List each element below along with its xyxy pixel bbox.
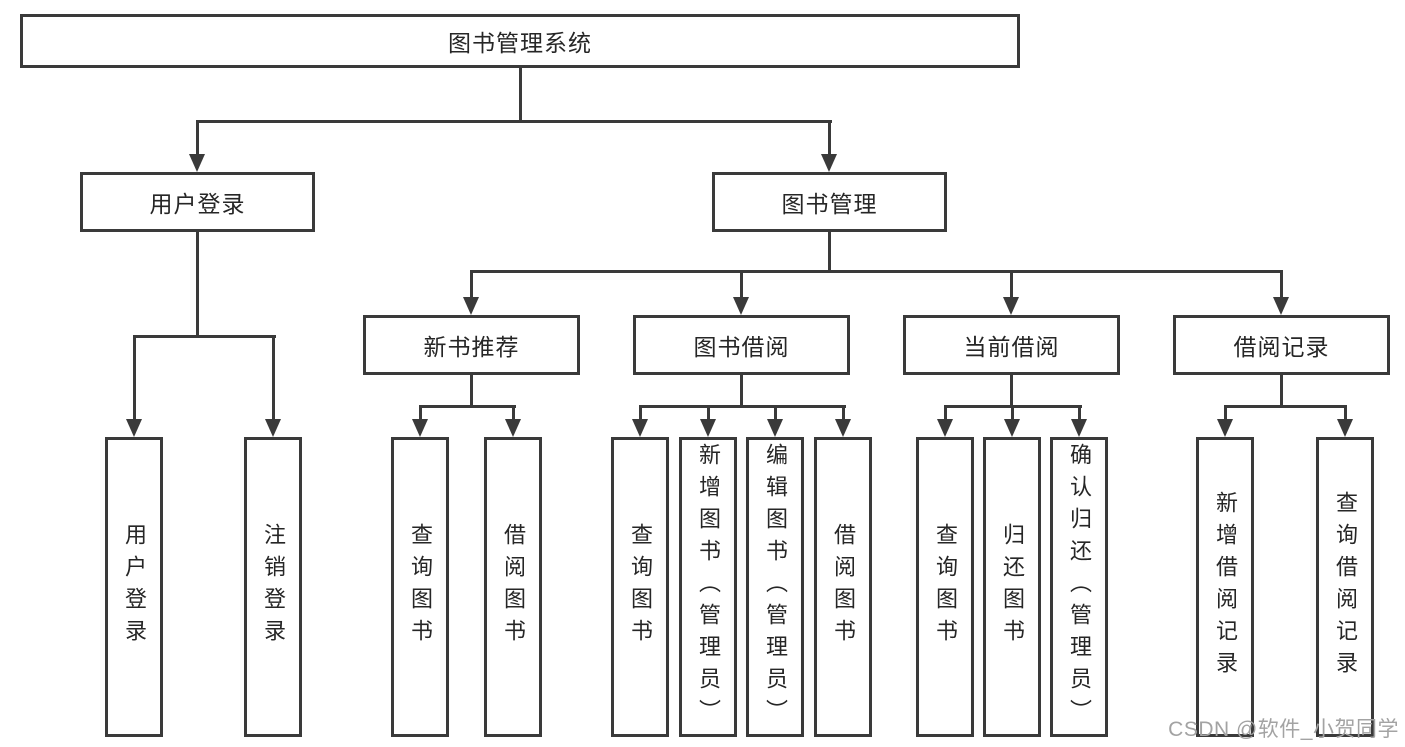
node-library-management-system: 图书管理系统 xyxy=(20,14,1020,68)
arrow-down-icon xyxy=(463,297,479,315)
arrow-down-icon xyxy=(1217,419,1233,437)
leaf-query-books-current-label: 查询图书 xyxy=(933,523,958,651)
connector-stem xyxy=(133,335,136,423)
node-new-book-recommendation-label: 新书推荐 xyxy=(423,334,520,360)
leaf-borrow-books-recommend-label: 借阅图书 xyxy=(501,523,526,651)
node-library-management-system-label: 图书管理系统 xyxy=(448,30,592,56)
node-new-book-recommendation: 新书推荐 xyxy=(363,315,580,375)
connector-stem xyxy=(1011,405,1014,422)
arrow-down-icon xyxy=(632,419,648,437)
node-borrowing-records: 借阅记录 xyxy=(1173,315,1390,375)
arrow-down-icon xyxy=(937,419,953,437)
node-current-borrowing-label: 当前借阅 xyxy=(963,334,1060,360)
leaf-query-books-borrowing-label: 查询图书 xyxy=(628,523,653,651)
arrow-down-icon xyxy=(1337,419,1353,437)
arrow-down-icon xyxy=(835,419,851,437)
leaf-query-books-current: 查询图书 xyxy=(916,437,974,737)
connector-stem xyxy=(1280,270,1283,300)
leaf-add-books-admin: 新增图书（管理员） xyxy=(679,437,737,737)
connector-level3-hline xyxy=(470,270,1283,273)
arrow-down-icon xyxy=(1071,419,1087,437)
arrow-down-icon xyxy=(505,419,521,437)
connector-stem xyxy=(1010,270,1013,300)
connector-book-mgmt-vline xyxy=(828,232,831,273)
leaf-confirm-return-admin: 确认归还（管理员） xyxy=(1050,437,1108,737)
connector-user-login-vline xyxy=(196,232,199,338)
connector-stem xyxy=(740,270,743,300)
node-book-borrowing: 图书借阅 xyxy=(633,315,850,375)
watermark: CSDN @软件_小贺同学 xyxy=(1168,718,1399,741)
connector-stem xyxy=(639,405,642,422)
leaf-query-borrow-record-label: 查询借阅记录 xyxy=(1333,491,1358,683)
leaf-query-books-borrowing: 查询图书 xyxy=(611,437,669,737)
node-user-login-branch: 用户登录 xyxy=(80,172,315,232)
arrow-down-icon xyxy=(1004,419,1020,437)
connector-hline xyxy=(419,405,516,408)
arrow-down-icon xyxy=(1003,297,1019,315)
connector-stem xyxy=(470,270,473,300)
arrow-down-icon xyxy=(189,154,205,172)
connector-stem xyxy=(272,335,275,423)
arrow-down-icon xyxy=(767,419,783,437)
leaf-user-login: 用户登录 xyxy=(105,437,163,737)
node-book-management: 图书管理 xyxy=(712,172,947,232)
arrow-down-icon xyxy=(733,297,749,315)
connector-stem xyxy=(944,405,947,422)
leaf-logout: 注销登录 xyxy=(244,437,302,737)
node-book-management-label: 图书管理 xyxy=(781,191,878,217)
connector-stem xyxy=(419,405,422,422)
leaf-return-books-label: 归还图书 xyxy=(1000,523,1025,651)
arrow-down-icon xyxy=(821,154,837,172)
arrow-down-icon xyxy=(412,419,428,437)
connector-stem xyxy=(1224,405,1227,422)
leaf-edit-books-admin: 编辑图书（管理员） xyxy=(746,437,804,737)
arrow-down-icon xyxy=(126,419,142,437)
leaf-add-borrow-record: 新增借阅记录 xyxy=(1196,437,1254,737)
arrow-down-icon xyxy=(700,419,716,437)
leaf-borrow-books: 借阅图书 xyxy=(814,437,872,737)
node-user-login-branch-label: 用户登录 xyxy=(149,191,246,217)
arrow-down-icon xyxy=(265,419,281,437)
leaf-user-login-label: 用户登录 xyxy=(122,523,147,651)
leaf-add-borrow-record-label: 新增借阅记录 xyxy=(1213,491,1238,683)
connector-hline xyxy=(1224,405,1347,408)
connector-stem xyxy=(707,405,710,422)
connector-user-login-stem xyxy=(196,120,199,156)
leaf-query-books-recommend: 查询图书 xyxy=(391,437,449,737)
connector-stem xyxy=(774,405,777,422)
leaf-borrow-books-label: 借阅图书 xyxy=(831,523,856,651)
connector-stem xyxy=(1344,405,1347,422)
connector-level2-hline xyxy=(196,120,832,123)
leaf-borrow-books-recommend: 借阅图书 xyxy=(484,437,542,737)
connector-hline xyxy=(639,405,846,408)
node-current-borrowing: 当前借阅 xyxy=(903,315,1120,375)
leaf-logout-label: 注销登录 xyxy=(261,523,286,651)
connector-root-vline xyxy=(519,68,522,123)
connector-vline xyxy=(470,375,473,408)
connector-book-mgmt-stem xyxy=(828,120,831,156)
leaf-confirm-return-admin-label: 确认归还（管理员） xyxy=(1067,443,1092,731)
leaf-query-books-recommend-label: 查询图书 xyxy=(408,523,433,651)
connector-vline xyxy=(740,375,743,408)
leaf-query-borrow-record: 查询借阅记录 xyxy=(1316,437,1374,737)
arrow-down-icon xyxy=(1273,297,1289,315)
connector-vline xyxy=(1280,375,1283,408)
connector-stem xyxy=(842,405,845,422)
connector-stem xyxy=(1078,405,1081,422)
connector-user-login-hline xyxy=(133,335,276,338)
leaf-edit-books-admin-label: 编辑图书（管理员） xyxy=(763,443,788,731)
leaf-add-books-admin-label: 新增图书（管理员） xyxy=(696,443,721,731)
connector-stem xyxy=(512,405,515,422)
leaf-return-books: 归还图书 xyxy=(983,437,1041,737)
node-book-borrowing-label: 图书借阅 xyxy=(693,334,790,360)
node-borrowing-records-label: 借阅记录 xyxy=(1233,334,1330,360)
connector-vline xyxy=(1010,375,1013,408)
